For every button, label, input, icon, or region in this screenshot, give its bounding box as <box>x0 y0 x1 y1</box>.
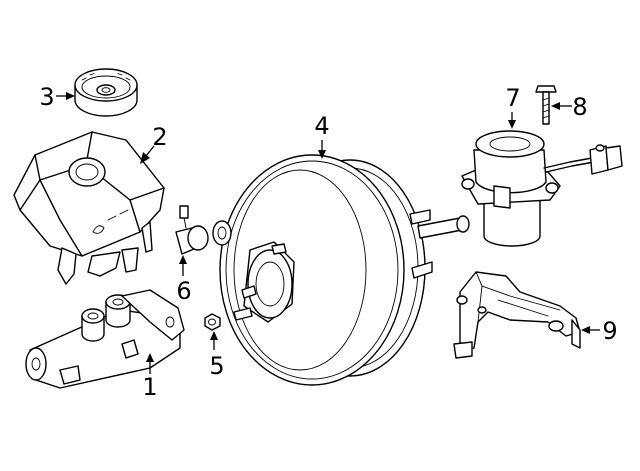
callout-7: 7 <box>505 84 521 129</box>
part-7-vacuum-pump <box>461 130 623 247</box>
callout-7-label: 7 <box>505 84 520 112</box>
part-9-pump-bracket <box>453 271 581 359</box>
callout-3: 3 <box>39 83 75 111</box>
callout-9-label: 9 <box>602 317 617 345</box>
callout-5: 5 <box>209 331 225 380</box>
callout-4-label: 4 <box>314 112 329 140</box>
part-4-brake-booster <box>212 154 470 386</box>
part-2-fluid-reservoir <box>13 131 165 285</box>
part-6-sensor <box>175 205 209 255</box>
callout-5-label: 5 <box>209 352 224 380</box>
callout-6: 6 <box>176 255 192 305</box>
callout-6-label: 6 <box>176 277 191 305</box>
callout-1: 1 <box>142 353 158 401</box>
part-3-reservoir-cap <box>74 68 138 117</box>
callout-2-label: 2 <box>152 123 167 151</box>
callout-8-label: 8 <box>572 93 587 121</box>
callout-9: 9 <box>581 317 618 345</box>
callout-8: 8 <box>551 93 588 121</box>
callout-1-label: 1 <box>142 373 157 401</box>
part-8-bolt <box>535 85 557 125</box>
part-5-nut <box>204 313 221 331</box>
callout-3-label: 3 <box>39 83 54 111</box>
callout-2: 2 <box>140 123 168 164</box>
part-1-master-cylinder <box>25 289 185 389</box>
callout-4: 4 <box>314 112 330 159</box>
